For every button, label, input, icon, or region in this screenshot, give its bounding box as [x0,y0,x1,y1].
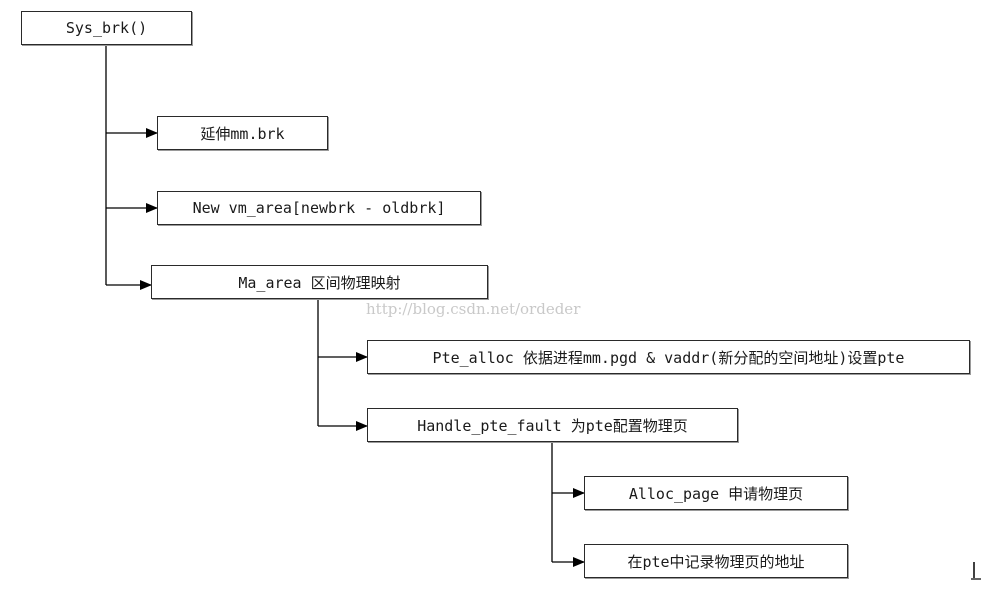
watermark-text: http://blog.csdn.net/ordeder [366,300,581,318]
node-sys-brk: Sys_brk() [21,11,192,45]
node-record-pte: 在pte中记录物理页的地址 [584,544,848,578]
node-ma-area: Ma_area 区间物理映射 [151,265,488,299]
node-handle-pte-fault: Handle_pte_fault 为pte配置物理页 [367,408,738,442]
node-alloc-page: Alloc_page 申请物理页 [584,476,848,510]
node-pte-alloc: Pte_alloc 依据进程mm.pgd & vaddr(新分配的空间地址)设置… [367,340,970,374]
text-cursor-icon [971,562,981,580]
node-new-vm-area: New vm_area[newbrk - oldbrk] [157,191,481,225]
node-extend-brk: 延伸mm.brk [157,116,328,150]
